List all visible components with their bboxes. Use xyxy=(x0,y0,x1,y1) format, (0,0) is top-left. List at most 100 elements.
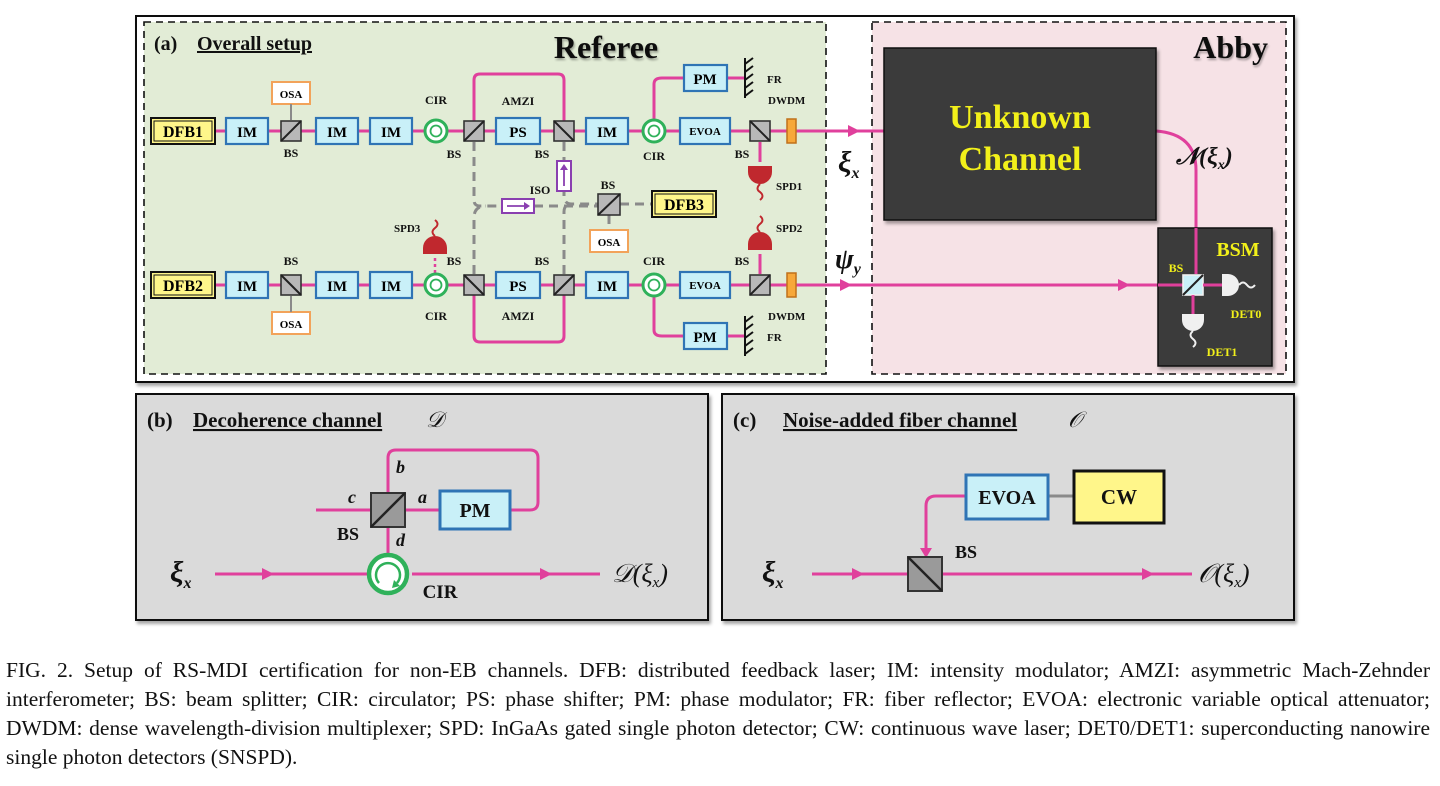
b-cir-arc xyxy=(374,561,402,584)
label-bs-bottom-4: BS xyxy=(735,254,750,268)
b-output-sub: x xyxy=(652,575,660,591)
fiber-amzi-bottom xyxy=(472,285,566,344)
det1-body xyxy=(1182,314,1204,331)
label-cir-top-left: CIR xyxy=(425,93,447,107)
evoa-bottom-label: EVOA xyxy=(689,280,721,292)
im-bottom-1: IM xyxy=(224,270,270,300)
fr-bottom-h2 xyxy=(744,323,754,331)
label-fr-top: FR xyxy=(767,74,783,86)
panel-b-ports: b a c d xyxy=(348,457,427,550)
fiber-pm-top xyxy=(652,76,684,120)
evoa-bottom: EVOA xyxy=(678,270,732,300)
laser-dfb3-label: DFB3 xyxy=(664,197,704,214)
osa-top: OSA xyxy=(271,81,311,120)
arrow-psi-2 xyxy=(1118,279,1130,291)
bs-top-2-diag xyxy=(463,120,485,142)
panel-a: (a) Overall setup Referee Abby xyxy=(135,15,1295,383)
spd1-detector-icon xyxy=(748,166,772,201)
c-input-label: ξx xyxy=(762,556,783,592)
xi-x-sub: x xyxy=(850,165,859,182)
b-pm-modulator: PM xyxy=(438,489,512,531)
unknown-channel: Unknown Channel xyxy=(883,47,1157,221)
bs-bottom-4-diag xyxy=(749,274,771,296)
b-output-label: 𝒟(ξx) xyxy=(612,559,668,591)
im-bottom-3-label: IM xyxy=(381,279,401,295)
circulator-top-right-icon xyxy=(641,118,667,144)
laser-dfb2: DFB2 xyxy=(150,271,216,299)
evoa-bottom-box xyxy=(678,270,732,300)
evoa-top-box xyxy=(678,116,732,146)
label-dwdm-top: DWDM xyxy=(768,95,806,107)
c-output-sub: x xyxy=(1233,575,1241,591)
cir-tl-outer xyxy=(423,118,449,144)
laser-dfb1-box xyxy=(150,117,216,145)
figure-diagram: (a) Overall setup Referee Abby xyxy=(135,15,1295,621)
label-cir-bottom-right: CIR xyxy=(643,254,665,268)
circulators-a xyxy=(423,118,667,298)
bs-bottom-2-icon xyxy=(463,274,485,296)
circulator-bottom-right-icon xyxy=(641,272,667,298)
bs-top-2-icon xyxy=(463,120,485,142)
im-bottom-2: IM xyxy=(314,270,360,300)
channel-output-label: 𝒩(ξx) xyxy=(1175,144,1233,173)
spd3-tail xyxy=(431,219,439,237)
det0-body xyxy=(1222,274,1239,296)
spd3-detector-icon xyxy=(423,219,447,254)
panel-c-title: Noise-added fiber channel xyxy=(783,408,1017,432)
bs-top-4-icon xyxy=(749,120,771,142)
b-cir-outer xyxy=(366,552,410,596)
panel-a-labels: BS BS BS BS BS BS BS BS BS CIR CIR CIR C… xyxy=(284,93,750,323)
pm-bottom: PM xyxy=(682,321,729,351)
beam-splitters-a xyxy=(280,120,771,296)
osa-mid-box xyxy=(589,229,629,253)
label-amzi-top: AMZI xyxy=(502,94,535,108)
b-output-close: ) xyxy=(657,559,668,588)
pm-top-label: PM xyxy=(693,72,716,88)
laser-dfb3-inner xyxy=(654,193,714,215)
laser-dfb1: DFB1 xyxy=(150,117,216,145)
c-evoa-label: EVOA xyxy=(978,487,1036,509)
channel-output-close: ) xyxy=(1223,144,1233,170)
label-bs-top-3: BS xyxy=(535,147,550,161)
label-bs-top-2: BS xyxy=(447,147,462,161)
laser-dfb3: DFB3 xyxy=(651,190,717,218)
cir-tr-outer xyxy=(641,118,667,144)
panel-a-tag: (a) xyxy=(154,33,177,55)
osa-bottom: OSA xyxy=(271,296,311,335)
cir-br-outer xyxy=(641,272,667,298)
dwdm-bottom-icon xyxy=(786,272,797,298)
pm-top: PM xyxy=(682,63,729,93)
dfb3-path-down xyxy=(562,202,573,274)
panel-b-title: Decoherence channel xyxy=(193,408,382,432)
bsm-bs-label: BS xyxy=(1169,261,1184,275)
c-cw-label: CW xyxy=(1101,485,1137,509)
bsm-bs-diag xyxy=(1182,274,1204,296)
b-port-d: d xyxy=(396,530,406,550)
bs-top-3-icon xyxy=(553,120,575,142)
figure-caption: FIG. 2. Setup of RS-MDI certification fo… xyxy=(6,658,1430,769)
dfb3-paths xyxy=(472,142,652,274)
det0-label: DET0 xyxy=(1231,307,1262,321)
label-cir-top-right: CIR xyxy=(643,149,665,163)
pm-bottom-box xyxy=(682,321,729,351)
label-spd2: SPD2 xyxy=(776,223,803,235)
c-bs-label: BS xyxy=(955,542,977,562)
unknown-channel-box xyxy=(883,47,1157,221)
b-bs-label: BS xyxy=(337,524,359,544)
im-top-1-label: IM xyxy=(237,125,257,141)
bs-bottom-1-icon xyxy=(280,274,302,296)
c-cw-box xyxy=(1072,469,1166,525)
panel-b-title-symbol: 𝒟 xyxy=(426,407,448,432)
evoa-top: EVOA xyxy=(678,116,732,146)
c-bs-diag xyxy=(907,556,943,592)
label-bs-top-1: BS xyxy=(284,146,299,160)
circulator-bottom-left-icon xyxy=(423,272,449,298)
c-evoa: EVOA xyxy=(964,473,1050,521)
panel-c-tag: (c) xyxy=(733,408,756,432)
isolator-horizontal-icon xyxy=(501,198,535,214)
label-bs-bottom-3: BS xyxy=(535,254,550,268)
c-evoa-box xyxy=(964,473,1050,521)
c-output-main: 𝒪(ξ xyxy=(1198,559,1235,588)
det1-detector-icon xyxy=(1182,314,1204,348)
fr-bottom-h5 xyxy=(744,347,754,355)
